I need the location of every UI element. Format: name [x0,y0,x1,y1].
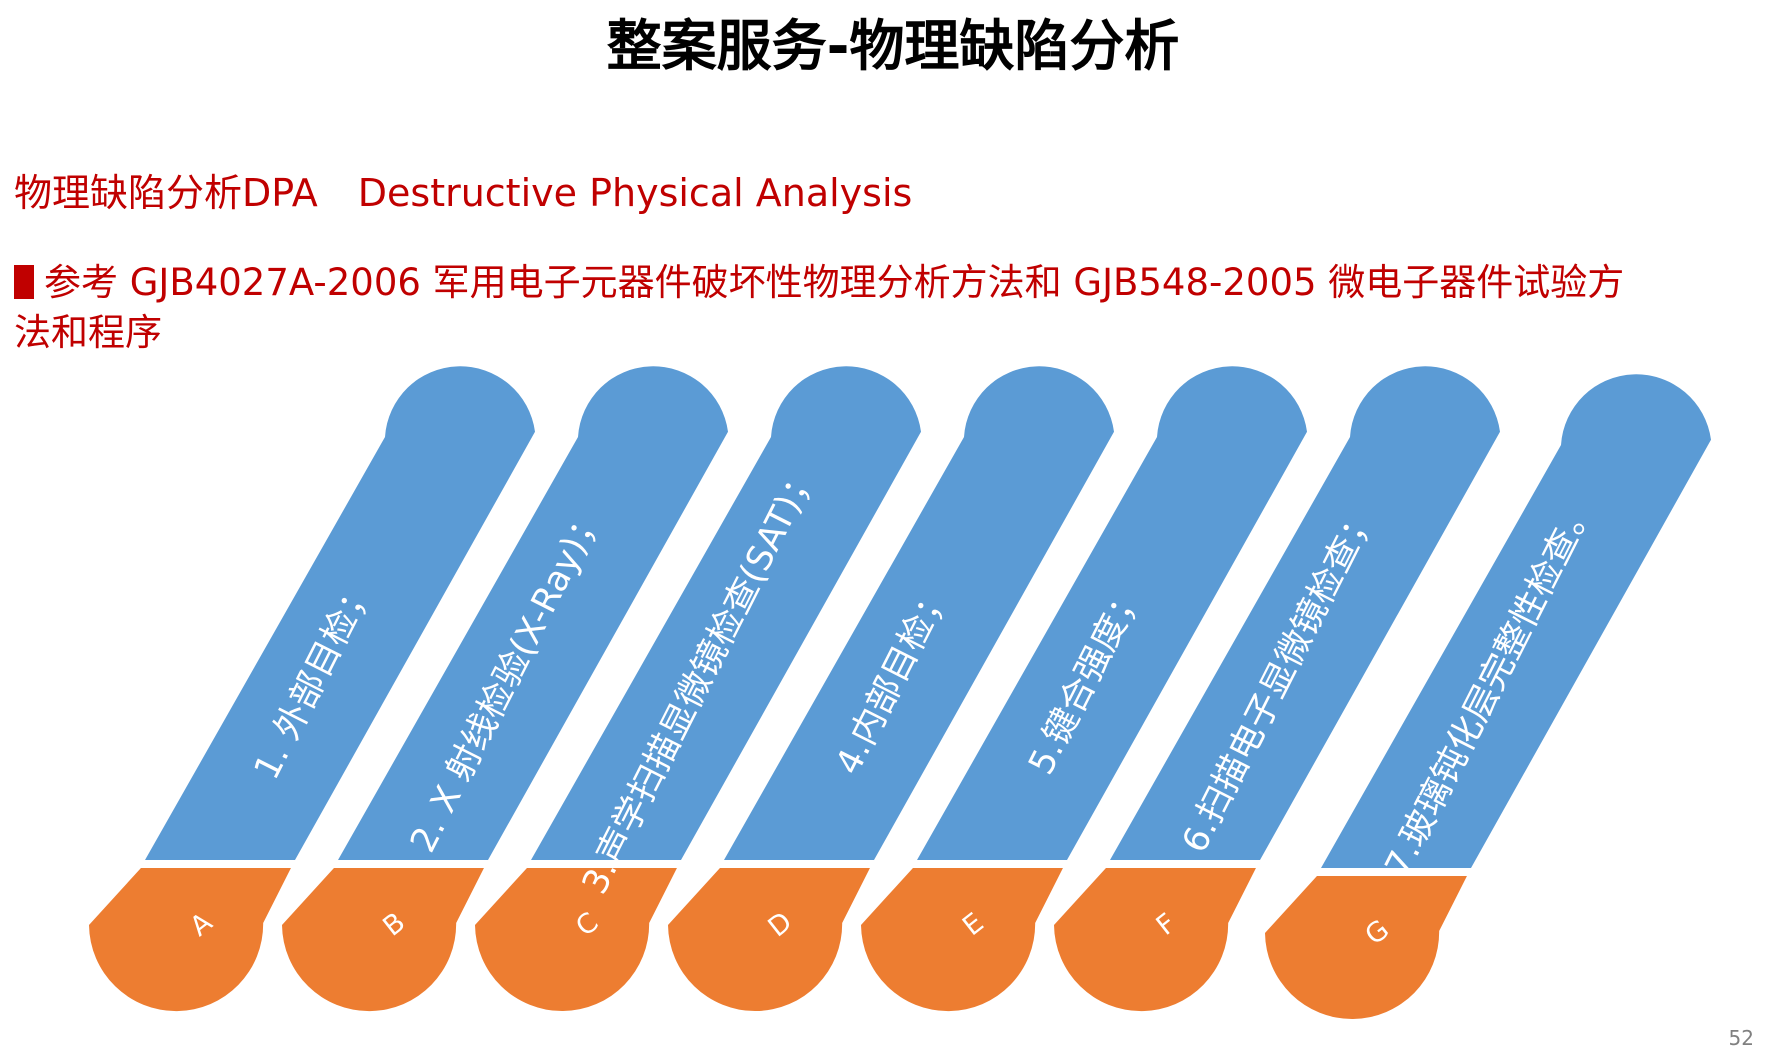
reference-text: 参考 GJB4027A-2006 军用电子元器件破坏性物理分析方法和 GJB54… [14,261,1625,354]
step-bar-e [917,366,1307,860]
step-bar-g [1321,374,1711,868]
step-cap-f [1054,868,1256,1012]
step-cap-e [861,868,1063,1012]
step-cap-b [282,868,484,1012]
step-bar-a [145,366,535,860]
step-cap-d [668,868,870,1012]
bullet-marker-icon [14,265,34,299]
step-cap-g [1265,876,1467,1020]
step-cap-a [89,868,291,1012]
step-bar-b [338,366,728,860]
slide-title: 整案服务-物理缺陷分析 [606,14,1180,78]
step-cap-c [475,868,677,1012]
subtitle: 物理缺陷分析DPA Destructive Physical Analysis [14,166,912,220]
subtitle-en: Destructive Physical Analysis [357,171,913,215]
page-number: 52 [1728,1026,1754,1050]
step-bar-d [724,366,1114,860]
step-bar-c [531,366,921,860]
step-bar-f [1110,366,1500,860]
subtitle-cn: 物理缺陷分析DPA [14,171,318,215]
reference-standards: 参考 GJB4027A-2006 军用电子元器件破坏性物理分析方法和 GJB54… [14,258,1634,358]
